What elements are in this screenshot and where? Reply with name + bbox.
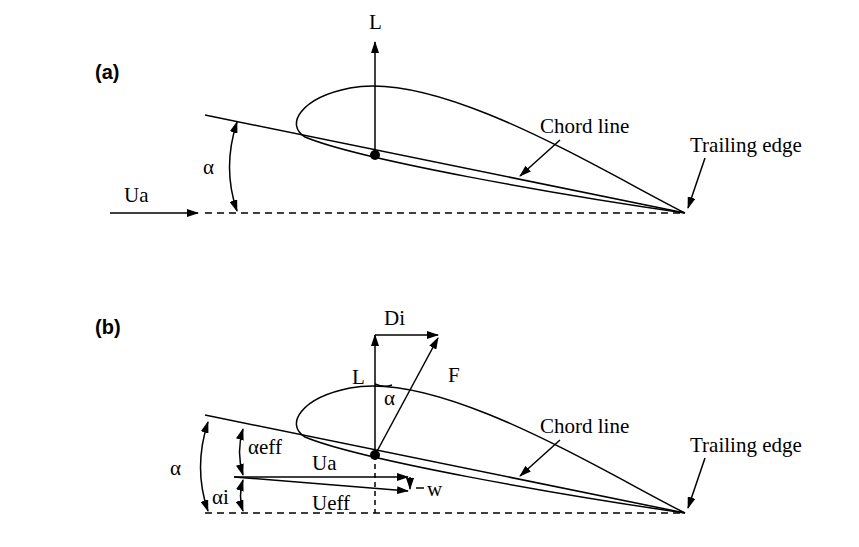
edge-label: Trailing edge — [690, 135, 802, 156]
velocity-label: Ua — [312, 453, 337, 474]
force-label: L — [369, 12, 382, 33]
chord-label: Chord line — [540, 416, 629, 437]
chord-label: Chord line — [540, 116, 629, 137]
panel-label: (a) — [95, 62, 119, 82]
angle-label: αi — [212, 487, 229, 508]
edge-label: Trailing edge — [690, 435, 802, 456]
velocity-label: Ueff — [312, 493, 350, 514]
panel-label: (b) — [95, 317, 121, 337]
angle-label: α — [203, 157, 214, 178]
force-label: Di — [384, 308, 405, 329]
velocity-label: w — [427, 479, 442, 500]
force-label: F — [448, 365, 460, 386]
force-label: L — [352, 367, 365, 388]
angle-label: αeff — [248, 437, 282, 458]
angle-label: α — [170, 458, 181, 479]
angle-label: α — [384, 388, 395, 409]
velocity-label: Ua — [124, 185, 149, 206]
